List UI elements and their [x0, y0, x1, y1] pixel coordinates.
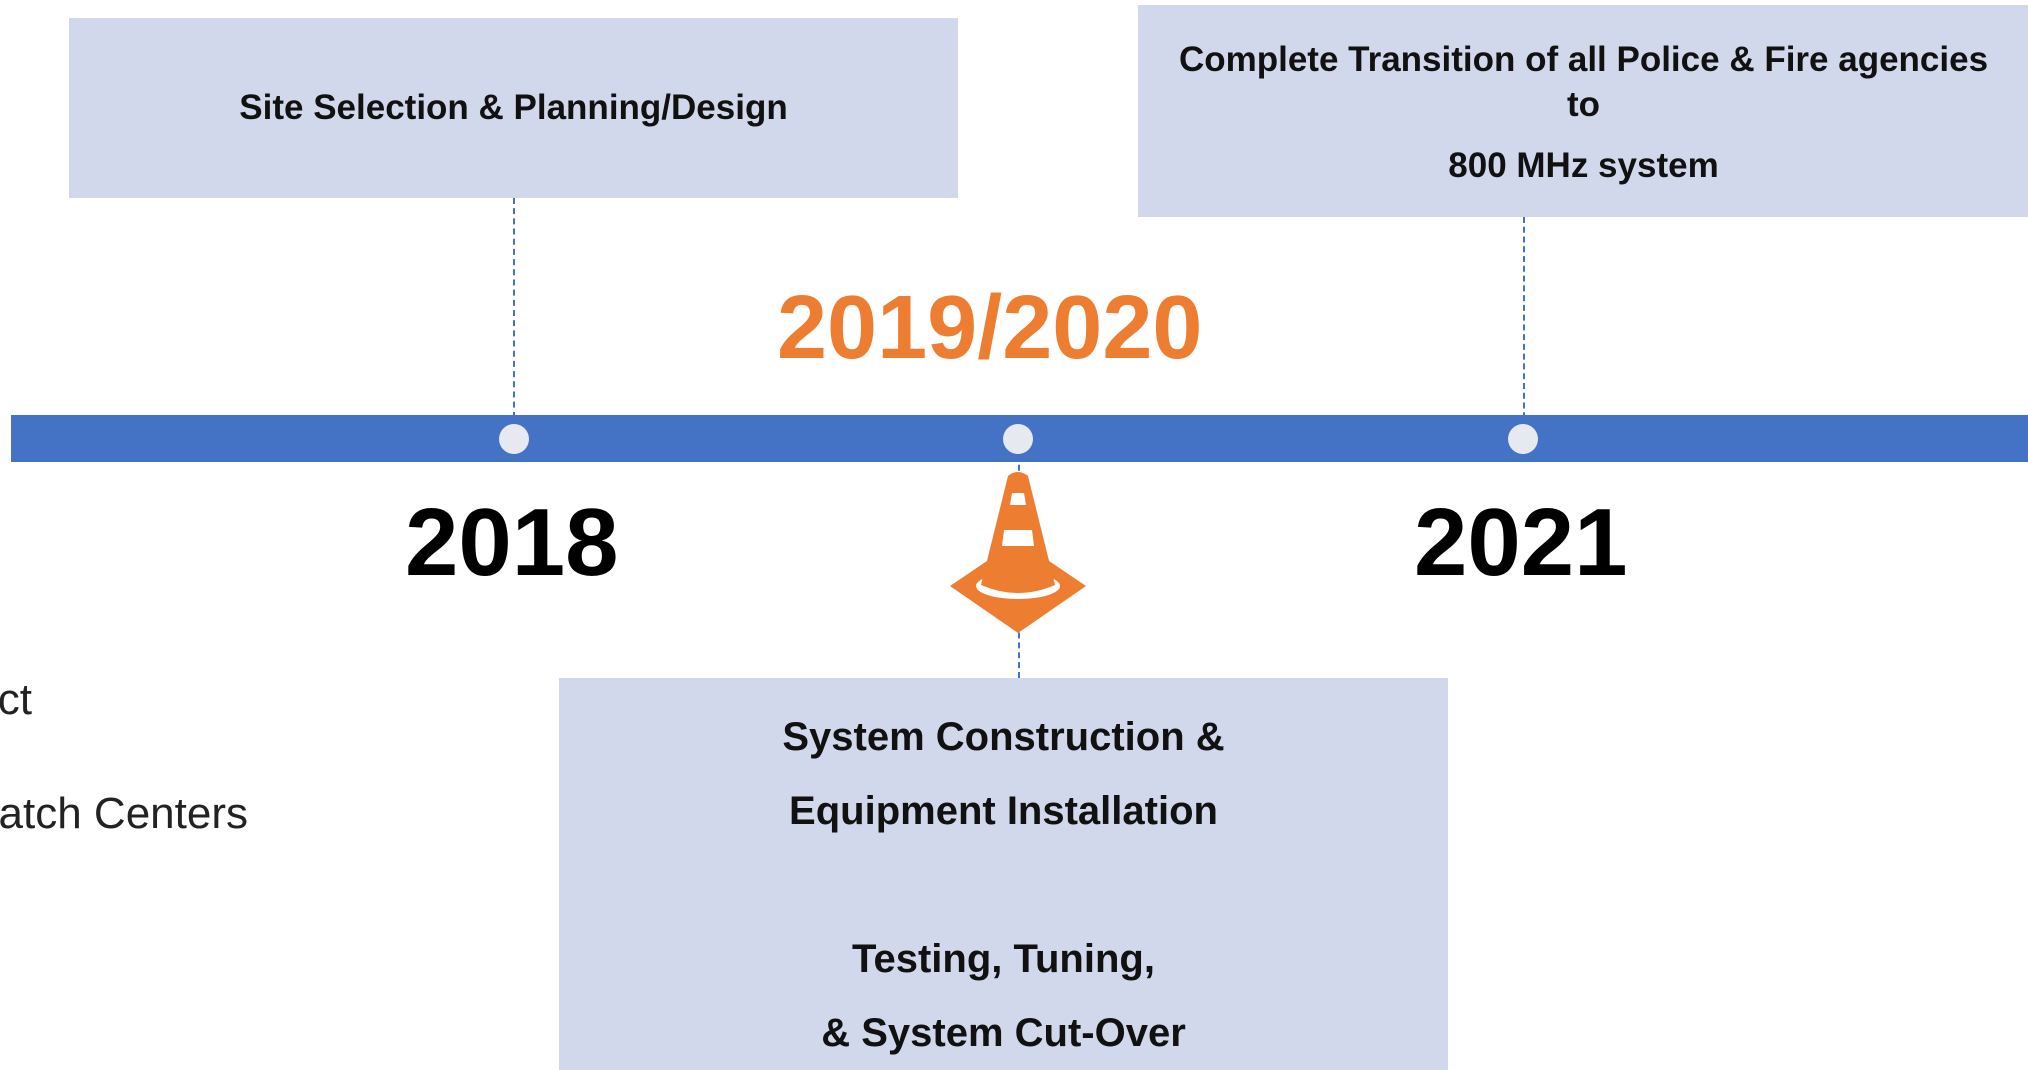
connector-2021 — [1523, 217, 1525, 428]
year-label-2019-2020: 2019/2020 — [777, 278, 1203, 378]
partial-text-line1: ct — [0, 675, 32, 724]
milestone-text-transition-line1: Complete Transition of all Police & Fire… — [1178, 40, 1989, 79]
timeline-dot-2019-2020 — [1003, 424, 1033, 454]
connector-2018 — [513, 198, 515, 428]
milestone-box-2018: Site Selection & Planning/Design — [69, 18, 958, 198]
milestone-text-cutover: & System Cut-Over — [821, 1011, 1186, 1055]
year-label-2021: 2021 — [1414, 489, 1628, 596]
timeline-dot-2021 — [1508, 424, 1538, 454]
milestone-text-testing: Testing, Tuning, — [852, 937, 1155, 981]
milestone-text-site-selection: Site Selection & Planning/Design — [239, 88, 788, 127]
milestone-text-installation: Equipment Installation — [789, 789, 1218, 833]
year-label-2018: 2018 — [405, 489, 619, 596]
milestone-text-transition-line3: 800 MHz system — [1448, 146, 1719, 185]
milestone-box-2021: Complete Transition of all Police & Fire… — [1138, 5, 2028, 217]
milestone-box-2019-2020: System Construction & Equipment Installa… — [559, 678, 1448, 1070]
traffic-cone-icon — [950, 472, 1086, 633]
milestone-text-transition-line2: to — [1566, 85, 1601, 124]
timeline-dot-2018 — [499, 424, 529, 454]
milestone-text-construction: System Construction & — [782, 715, 1225, 759]
partial-text-line2: atch Centers — [0, 789, 248, 838]
